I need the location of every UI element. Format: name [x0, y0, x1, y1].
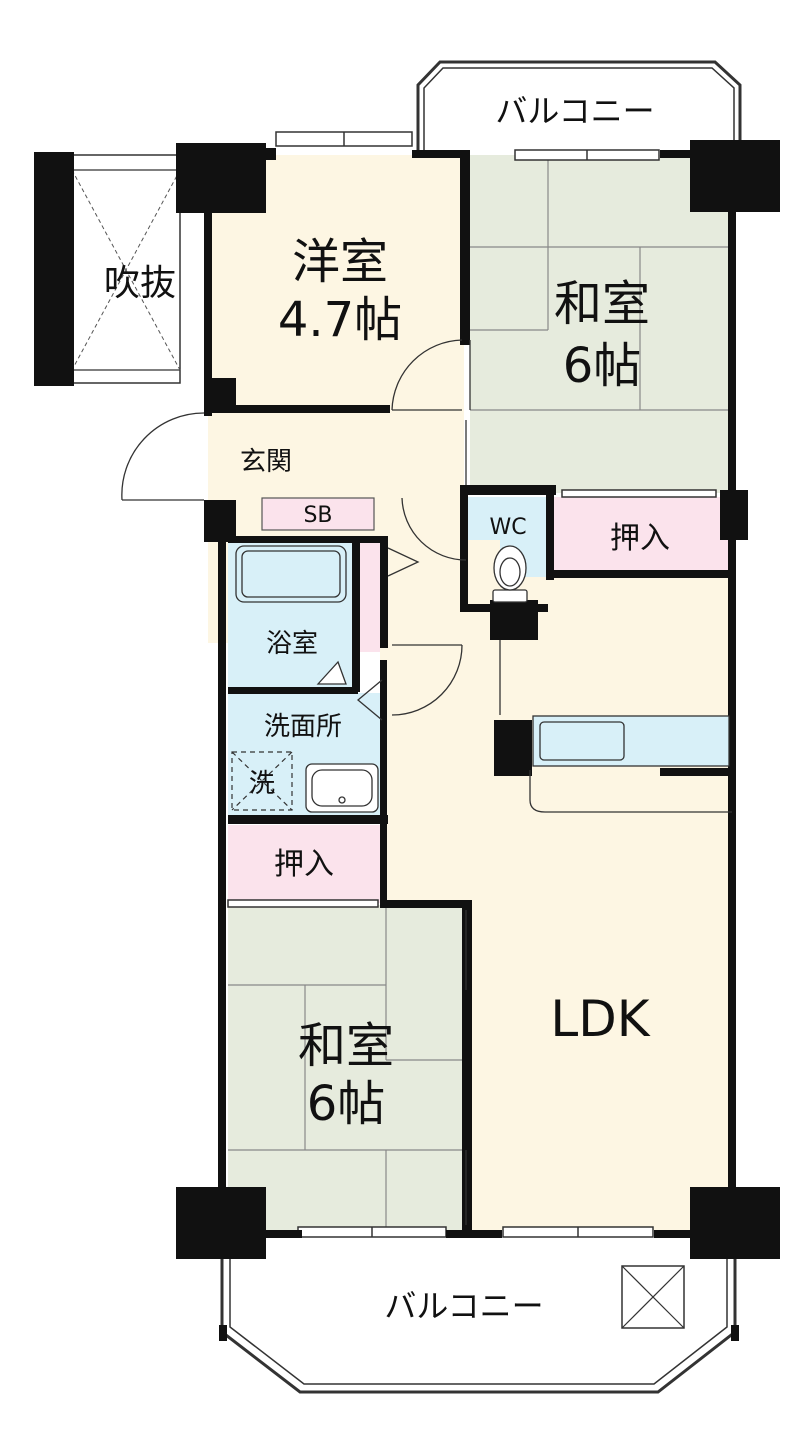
- door-swing-icon: [121, 339, 732, 1225]
- bath-side-storage: [358, 540, 380, 652]
- balcony-bottom-label: バルコニー: [384, 1287, 543, 1325]
- tatami-lines-top: [470, 155, 732, 411]
- washer-label: 洗: [249, 769, 275, 799]
- windows: [227, 131, 717, 1238]
- genkan-area: [208, 413, 316, 501]
- balcony-bottom: [219, 1245, 739, 1394]
- sb-label: SB: [303, 503, 332, 528]
- oshiire-right-label: 押入: [610, 521, 670, 556]
- balcony-top-label: バルコニー: [495, 92, 654, 130]
- oshiire-right: [552, 497, 732, 577]
- tatami-lines-bottom: [228, 905, 466, 1230]
- evacuation-hatch-icon: [621, 1265, 685, 1329]
- oshiire-left-label: 押入: [274, 847, 334, 882]
- washitsu-top-name: 和室: [554, 276, 650, 332]
- washroom-label: 洗面所: [264, 712, 342, 742]
- fukinuke-label: 吹抜: [104, 263, 176, 304]
- balcony-top: [416, 60, 742, 150]
- shoe-box: [261, 497, 375, 531]
- genkan-label: 玄関: [240, 447, 292, 477]
- washitsu-bottom-name: 和室: [298, 1018, 394, 1074]
- washitsu-top-size: 6帖: [563, 338, 642, 394]
- western-room-size: 4.7帖: [278, 292, 402, 348]
- toilet-icon: [492, 545, 528, 603]
- ldk-label: LDK: [550, 990, 650, 1048]
- washbasin-icon: [305, 763, 379, 813]
- washitsu-bottom-size: 6帖: [307, 1076, 386, 1132]
- kitchen-counter-icon: [532, 715, 730, 767]
- washitsu-top: [470, 155, 732, 493]
- walls: [176, 140, 780, 1259]
- fukinuke-area: [34, 152, 181, 386]
- washitsu-bottom: [228, 905, 466, 1230]
- washing-machine-pan-icon: [231, 751, 293, 811]
- bathtub-icon: [235, 545, 347, 685]
- bath-label: 浴室: [266, 629, 318, 659]
- oshiire-left: [228, 825, 380, 903]
- western-room-name: 洋室: [292, 234, 388, 290]
- wc-label: WC: [489, 515, 526, 540]
